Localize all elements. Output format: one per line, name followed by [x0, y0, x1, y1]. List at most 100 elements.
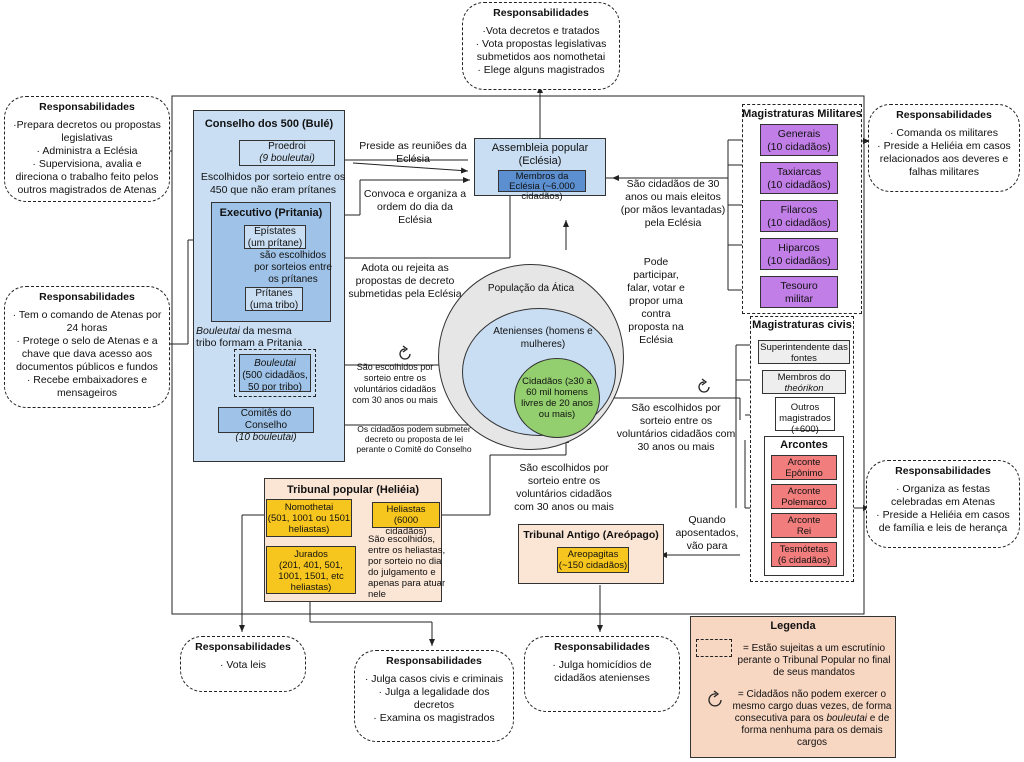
- resp-line: · Examina os magistrados: [373, 712, 495, 724]
- resp-ecclesia: Responsabilidades ·Vota decretos e trata…: [462, 2, 620, 90]
- epistates-label: Epístates: [254, 226, 296, 237]
- tribunal-title: Tribunal popular (Heliéia): [286, 484, 420, 496]
- resp-title: Responsabilidades: [386, 655, 482, 667]
- membros-eclesia-box: Membros da Eclésia (~6.000 cidadãos): [498, 170, 586, 202]
- cidadaos-circle: [514, 358, 600, 438]
- resp-title: Responsabilidades: [896, 109, 992, 121]
- resp-line: · Comanda os militares: [890, 127, 998, 139]
- pritanes-box: Prítanes (uma tribo): [245, 287, 303, 311]
- superintendente-box: Superintendente das fontes: [758, 340, 850, 364]
- pode-participar-text: Pode participar, falar, votar e propor u…: [627, 256, 685, 346]
- quando-text: Quando aposentados, vão para: [675, 514, 739, 552]
- arconte-name: Arconte: [787, 457, 821, 468]
- comites-sub: (10 bouleutai): [235, 432, 297, 443]
- rotation-icon: [399, 345, 411, 360]
- military-item-sub: (10 cidadãos): [767, 141, 831, 153]
- resp-line: · Julga a legalidade dos decretos: [378, 686, 490, 711]
- heliastas-label: Heliastas: [386, 504, 426, 515]
- resp-line: · Julga casos civis e criminais: [364, 673, 504, 685]
- resp-line: · Organiza as festas celebradas em Atena…: [891, 483, 995, 508]
- arconte-sub: Rei: [796, 526, 812, 537]
- resp-line: · Recebe embaixadores e mensageiros: [26, 374, 148, 399]
- proedroi-label: Proedroi: [268, 141, 306, 152]
- military-item-name: Generais: [777, 128, 821, 140]
- bouleutai-italic: Bouleutai: [196, 325, 240, 337]
- areopagitas-label: Areopagitas: [567, 549, 619, 560]
- nomothetai-box: Nomothetai (501, 1001 ou 1501 heliastas): [266, 499, 352, 537]
- military-item-name: Taxiarcas: [776, 166, 822, 178]
- bouleutai-dashed-frame: [234, 349, 316, 397]
- resp-line: · Administra a Eclésia: [36, 145, 138, 157]
- rotation-icon: [698, 378, 710, 393]
- sorteios-text: são escolhidos por sorteios entre os prí…: [254, 250, 332, 285]
- legend-title: Legenda: [770, 620, 816, 632]
- resp-military: Responsabilidades · Comanda os militares…: [868, 104, 1020, 192]
- assembly-title: Assembleia popular (Eclésia): [491, 142, 589, 167]
- arconte-sub: Epônimo: [785, 468, 823, 479]
- rotation-icon: [708, 690, 722, 707]
- main-frame: [171, 95, 865, 615]
- epistates-sub: (um prítane): [247, 238, 303, 249]
- arconte-name: Tesmótetas: [779, 544, 829, 555]
- resp-nomothetai: Responsabilidades · Vota leis: [180, 636, 306, 692]
- military-item-name: Tesouro: [780, 280, 818, 292]
- military-item: Filarcos(10 cidadãos): [760, 200, 838, 232]
- jurados-label: Jurados: [294, 549, 328, 560]
- resp-title: Responsabilidades: [195, 641, 291, 653]
- theorikon-label: Membros do: [777, 372, 831, 383]
- council-title: Conselho dos 500 (Bulé): [204, 118, 334, 130]
- nomothetai-label: Nomothetai: [284, 502, 334, 513]
- cidadaos-label: Cidadãos (≥30 a 60 mil homens livres de …: [521, 376, 593, 420]
- resp-line: · Protege o selo de Atenas e a chave que…: [16, 335, 158, 373]
- bouleutai-label: Bouleutai: [254, 358, 296, 369]
- jurados-box: Jurados (201, 401, 501, 1001, 1501, etc …: [266, 546, 356, 594]
- sorteio-volunt-text: São escolhidos por sorteio entre os volu…: [352, 362, 438, 405]
- escolhidos-450-text: Escolhidos por sorteio entre os 450 que …: [200, 171, 346, 196]
- arcontes-title: Arcontes: [780, 439, 828, 451]
- resp-jurados: Responsabilidades · Julga casos civis e …: [354, 650, 514, 742]
- legend-item-2-b: bouleutai: [826, 713, 868, 724]
- comites-label: Comitês do Conselho: [240, 408, 292, 431]
- resp-line: · Vota propostas legislativas submetidos…: [475, 38, 607, 63]
- pritanes-sub: (uma tribo): [249, 300, 299, 311]
- outros-box: Outros magistrados (+600): [775, 397, 835, 435]
- military-item-sub: (10 cidadãos): [767, 217, 831, 229]
- military-item: Taxiarcas(10 cidadãos): [760, 162, 838, 194]
- theorikon-sub: theórikon: [784, 383, 824, 394]
- resp-line: · Preside a Heliéia em casos de família …: [876, 509, 1010, 534]
- bouleutai-sub: (500 cidadãos, 50 por tribo): [242, 370, 308, 393]
- military-item-sub: (10 cidadãos): [767, 179, 831, 191]
- resp-line: · Tem o comando de Atenas por 24 horas: [12, 309, 162, 334]
- military-item-name: Filarcos: [780, 204, 818, 216]
- heliastas-box: Heliastas (6000 cidadãos): [372, 502, 440, 537]
- legend-item-2-c: e de forma nenhuma para os demais cargos: [741, 713, 890, 748]
- sao-cidadaos-30-text: São cidadãos de 30 anos ou mais eleitos …: [620, 178, 726, 229]
- arconte-name: Arconte: [787, 515, 821, 526]
- military-item: Hiparcos(10 cidadãos): [760, 238, 838, 270]
- resp-line: ·Vota decretos e tratados: [482, 25, 600, 37]
- areopagitas-box: Areopagitas (~150 cidadãos): [557, 547, 629, 573]
- resp-line: · Preside a Heliéia em casos relacionado…: [877, 140, 1011, 178]
- jurados-sub: (201, 401, 501, 1001, 1501, etc heliasta…: [278, 560, 344, 593]
- military-item-sub: militar: [785, 293, 813, 305]
- areopagitas-sub: (~150 cidadãos): [558, 560, 628, 571]
- legend-item-1: = Estão sujeitas a um escrutínio perante…: [737, 643, 891, 678]
- resp-areopago: Responsabilidades · Julga homicídios de …: [524, 636, 680, 712]
- heliastas-note: São escolhidos, entre os heliastas, por …: [368, 534, 446, 600]
- adota-text: Adota ou rejeita as propostas de decreto…: [348, 262, 462, 300]
- legend-dashed-swatch: [696, 639, 732, 657]
- resp-line: · Elege alguns magistrados: [477, 64, 605, 76]
- sao-escolhidos-bottom-text: São escolhidos por sorteio entre os volu…: [514, 462, 614, 513]
- legend-item-2: = Cidadãos não podem exercer o mesmo car…: [730, 689, 894, 749]
- proedroi-sub: (9 bouleutai): [259, 153, 315, 164]
- convoca-text: Convoca e organiza a ordem do dia da Ecl…: [363, 188, 467, 226]
- military-item-name: Hiparcos: [778, 242, 820, 254]
- arconte-sub: (6 cidadãos): [777, 555, 831, 566]
- resp-title: Responsabilidades: [895, 465, 991, 477]
- preside-text: Preside as reuniões da Eclésia: [359, 140, 467, 165]
- pritanes-label: Prítanes: [255, 288, 293, 299]
- attica-label: População da Ática: [487, 283, 575, 294]
- resp-pritania: Responsabilidades · Tem o comando de Ate…: [4, 286, 170, 408]
